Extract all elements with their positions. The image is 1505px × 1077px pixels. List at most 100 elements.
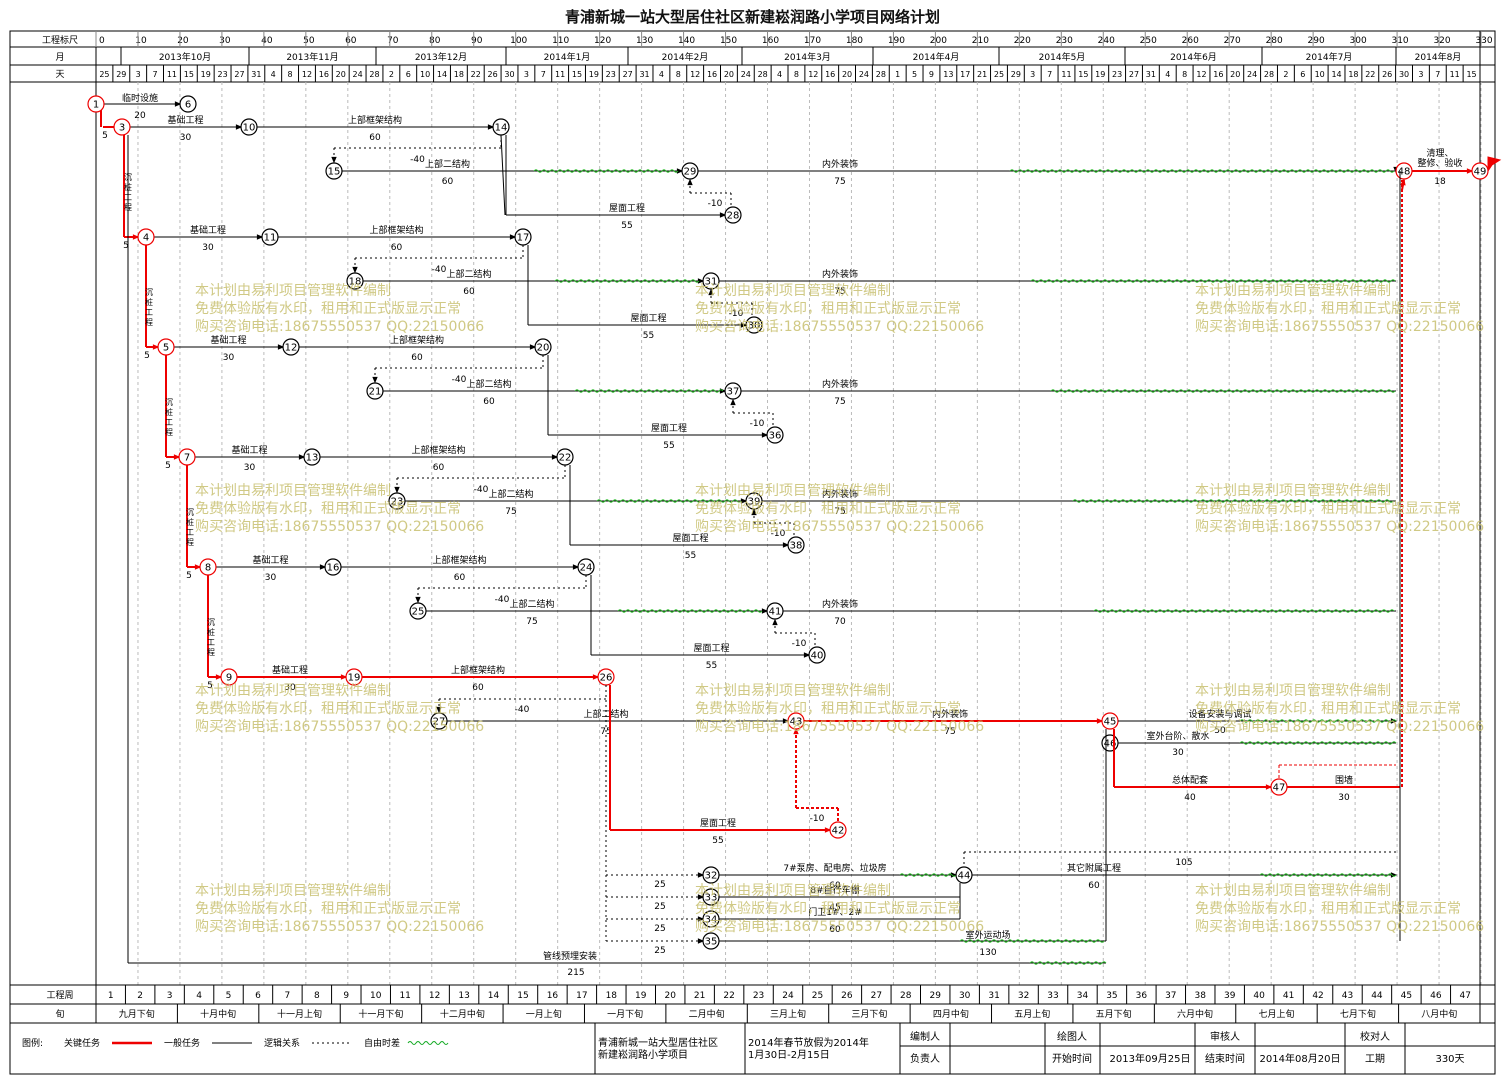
note-2: 1月30日-2月15日 <box>748 1049 830 1061</box>
event-node-label: 32 <box>705 871 718 882</box>
xun-cell: 十二月中旬 <box>440 1008 485 1020</box>
ruler-tick-label: 240 <box>1098 36 1115 46</box>
watermark-line: 免费体验版有水印，租用和正式版显示正常 <box>695 301 961 317</box>
week-cell: 27 <box>871 991 882 1001</box>
event-node-label: 19 <box>348 673 361 684</box>
event-node-label: 9 <box>226 673 232 684</box>
free-float-wave <box>1239 741 1397 745</box>
event-node-label: 44 <box>958 871 971 882</box>
week-cell: 2 <box>137 991 143 1001</box>
task-label: 临时设施 <box>122 92 158 104</box>
watermark-line: 本计划由易利项目管理软件编制 <box>695 483 891 499</box>
event-node-label: 8 <box>205 563 211 574</box>
xun-label: 旬 <box>55 1008 64 1020</box>
task-label: 上部二结构 <box>466 378 511 390</box>
arrow-head <box>740 322 748 328</box>
day-cell: 13 <box>943 70 953 79</box>
day-cell: 25 <box>994 70 1004 79</box>
task-label: 屋面工程 <box>630 313 666 324</box>
day-cell: 6 <box>406 70 411 79</box>
arrow-head <box>277 344 285 350</box>
day-cell: 24 <box>1247 70 1257 79</box>
event-node-label: 18 <box>349 277 362 288</box>
end-date: 2014年08月20日 <box>1260 1052 1341 1065</box>
arrow-head <box>487 124 495 130</box>
day-cell: 31 <box>1146 70 1156 79</box>
task-label: 基础工程 <box>167 114 203 126</box>
pile-label: 沉 <box>207 618 215 627</box>
arrow-head <box>340 674 348 680</box>
day-cell: 24 <box>353 70 363 79</box>
ruler-tick-label: 250 <box>1140 36 1157 46</box>
task-label: 55 <box>643 331 654 341</box>
task-label: 75 <box>834 507 845 517</box>
event-node <box>303 448 321 466</box>
watermark-line: 本计划由易利项目管理软件编制 <box>695 883 891 899</box>
week-cell: 18 <box>606 991 618 1001</box>
arrow-head <box>1400 178 1406 186</box>
day-cell: 29 <box>1011 70 1021 79</box>
task-label: 室外台阶、散水 <box>1146 730 1209 742</box>
month-cell: 2013年11月 <box>286 51 338 63</box>
watermark-line: 本计划由易利项目管理软件编制 <box>195 283 391 299</box>
task-label: 55 <box>706 661 717 671</box>
task-label: 60 <box>442 177 454 187</box>
arrow-head <box>772 618 778 626</box>
day-cell: 22 <box>1365 70 1375 79</box>
free-float-wave <box>596 499 742 503</box>
day-cell: 15 <box>1078 70 1088 79</box>
event-node-label: 15 <box>328 167 341 178</box>
arrow-head <box>572 564 580 570</box>
event-node <box>179 95 197 113</box>
day-cell: 3 <box>524 70 529 79</box>
event-node-label: 47 <box>1273 783 1286 794</box>
event-node-label: 34 <box>705 915 718 926</box>
watermark-line: 本计划由易利项目管理软件编制 <box>695 683 891 699</box>
event-node <box>724 206 742 224</box>
pile-label: 程 <box>186 538 194 547</box>
task-label: 75 <box>834 177 845 187</box>
task-label: 18 <box>1434 177 1446 187</box>
event-node-label: 7 <box>184 453 190 464</box>
ruler-tick-label: 30 <box>219 36 231 46</box>
ruler-tick-label: 270 <box>1224 36 1241 46</box>
free-float-wave <box>617 609 763 613</box>
arrow-head <box>676 168 684 174</box>
day-cell: 3 <box>1030 70 1035 79</box>
watermark-line: 购买咨询电话:18675550537 QQ:22150066 <box>695 719 985 735</box>
task-label: 60 <box>1088 881 1100 891</box>
day-cell: 11 <box>555 70 565 79</box>
event-node-label: 31 <box>705 277 718 288</box>
event-node-label: 20 <box>537 343 550 354</box>
week-cell: 35 <box>1106 991 1117 1001</box>
day-cell: 11 <box>1061 70 1071 79</box>
free-float-wave <box>1072 499 1394 503</box>
note-1: 2014年春节放假为2014年 <box>748 1036 869 1049</box>
event-node-label: 26 <box>600 673 613 684</box>
pile-label: 程 <box>165 428 173 437</box>
week-cell: 4 <box>196 991 202 1001</box>
week-cell: 17 <box>576 991 587 1001</box>
legend-float-text: 自由时差 <box>364 1037 400 1049</box>
pile-label: 程 <box>145 318 153 327</box>
task-label: 基础工程 <box>190 224 226 236</box>
day-cell: 18 <box>454 70 464 79</box>
arrow-head <box>730 398 736 406</box>
task-label: 55 <box>621 221 632 231</box>
watermark-line: 购买咨询电话:18675550537 QQ:22150066 <box>195 319 485 335</box>
checker-label: 校对人 <box>1360 1030 1390 1043</box>
month-cell: 2014年3月 <box>784 51 831 63</box>
week-cell: 24 <box>782 991 794 1001</box>
day-cell: 27 <box>623 70 633 79</box>
event-node-label: 14 <box>495 123 508 134</box>
task-label: 60 <box>829 925 841 935</box>
event-node <box>388 492 406 510</box>
day-cell: 19 <box>201 70 211 79</box>
arrow-head <box>529 344 537 350</box>
xun-cell: 三月上旬 <box>770 1008 806 1020</box>
watermark-line: 购买咨询电话:18675550537 QQ:22150066 <box>1195 719 1485 735</box>
task-label: 60 <box>829 881 841 891</box>
task-label: 215 <box>567 968 584 978</box>
legend-label: 图例: <box>22 1037 43 1049</box>
ruler-tick-label: 110 <box>552 36 569 46</box>
